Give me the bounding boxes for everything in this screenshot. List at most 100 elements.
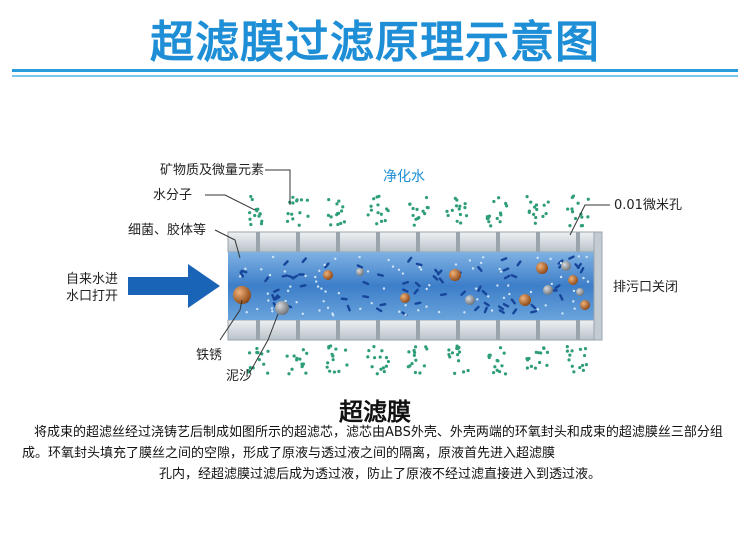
label-drain-closed: 排污口关闭	[613, 280, 678, 295]
silt-particle	[561, 261, 571, 271]
bacteria-particle	[530, 303, 537, 310]
colloid-particle	[468, 259, 472, 262]
label-water-molecule: 水分子	[153, 188, 192, 203]
colloid-particle	[536, 256, 539, 260]
water-droplet	[572, 370, 576, 374]
colloid-particle	[428, 284, 431, 287]
bacteria-particle	[438, 277, 444, 284]
water-droplet	[305, 198, 309, 202]
colloid-particle	[454, 263, 458, 266]
water-droplet	[337, 199, 341, 203]
water-droplet	[498, 211, 503, 215]
water-droplet	[327, 197, 331, 202]
label-inlet-line1: 自来水进	[66, 272, 118, 287]
bacteria-particle	[460, 290, 467, 296]
water-droplet	[491, 370, 496, 375]
colloid-particle	[256, 307, 259, 311]
water-droplet	[539, 351, 543, 355]
water-droplet	[533, 366, 538, 370]
colloid-particle	[572, 300, 575, 303]
water-droplet	[578, 365, 582, 370]
water-droplet	[417, 216, 421, 220]
colloid-particle	[479, 261, 483, 265]
bacteria-particle	[434, 268, 440, 275]
water-droplet	[383, 219, 387, 223]
water-droplet	[450, 351, 455, 355]
water-droplet	[582, 353, 587, 358]
water-droplet	[385, 207, 389, 211]
water-droplet	[384, 356, 389, 360]
membrane-description-line2: 孔内，经超滤膜过滤后成为透过液，防止了原液不经过滤直接进入到透过液。	[158, 467, 601, 482]
bottom-pore	[296, 320, 300, 340]
water-droplet	[262, 362, 266, 366]
bacteria-particle	[498, 309, 505, 314]
colloid-particle	[559, 275, 563, 279]
water-droplet	[300, 363, 305, 368]
colloid-particle	[358, 255, 361, 259]
bottom-pore	[576, 320, 580, 340]
water-droplet	[570, 210, 575, 214]
bacteria-particle	[274, 295, 281, 301]
colloid-particle	[316, 285, 320, 288]
water-droplet	[255, 346, 259, 351]
colloid-particle	[370, 301, 373, 305]
water-droplet	[381, 366, 386, 370]
water-droplet	[386, 359, 391, 364]
colloid-particle	[295, 301, 298, 304]
water-droplet	[583, 347, 588, 351]
rust-particle	[449, 269, 461, 281]
water-droplet	[369, 204, 373, 208]
bacteria-particle	[568, 255, 575, 260]
water-droplet	[533, 221, 537, 225]
water-droplet	[525, 366, 529, 370]
water-droplet	[464, 214, 469, 218]
water-droplet	[335, 202, 339, 206]
water-droplet	[291, 195, 295, 199]
inlet-arrow-icon	[128, 264, 220, 308]
colloid-particle	[471, 267, 475, 270]
bacteria-particle	[240, 269, 248, 274]
water-droplet	[453, 371, 457, 375]
bottom-pore	[376, 320, 380, 340]
bacteria-particle	[500, 257, 508, 262]
colloid-particle	[582, 276, 585, 280]
water-droplet	[568, 353, 572, 357]
leader-lines	[205, 169, 610, 373]
water-droplet	[329, 215, 333, 219]
water-droplet	[328, 369, 332, 373]
water-droplet	[463, 202, 467, 206]
water-droplet	[581, 368, 586, 372]
water-droplet	[497, 369, 502, 374]
water-droplet	[573, 216, 578, 221]
bacteria-particle	[481, 289, 488, 296]
water-droplet	[538, 360, 542, 365]
colloid-particle	[401, 272, 405, 275]
water-droplet	[291, 217, 295, 221]
bacteria-particle	[297, 273, 305, 276]
water-droplet	[495, 216, 499, 221]
rust-particles	[233, 262, 590, 310]
water-droplet	[570, 207, 574, 211]
colloid-particle	[417, 309, 420, 312]
water-droplet	[379, 212, 383, 216]
colloid-particle	[404, 303, 407, 307]
bottom-pore	[336, 320, 340, 340]
water-droplet	[498, 220, 502, 224]
bacteria-particle	[439, 292, 447, 297]
water-droplet	[331, 354, 335, 358]
water-droplet	[586, 197, 590, 201]
colloid-particle	[244, 267, 247, 270]
top-pore	[496, 232, 500, 252]
water-droplet	[534, 215, 538, 220]
bottom-pore	[456, 320, 460, 340]
tube-top-wall	[227, 231, 601, 253]
water-droplet	[414, 217, 418, 221]
colloid-particle	[331, 314, 335, 317]
colloid-particle	[490, 309, 494, 312]
water-droplet	[286, 212, 290, 216]
water-droplet	[492, 199, 496, 204]
bacteria-particle	[414, 281, 421, 288]
water-droplet	[532, 212, 536, 217]
bacteria-particle	[503, 274, 511, 280]
